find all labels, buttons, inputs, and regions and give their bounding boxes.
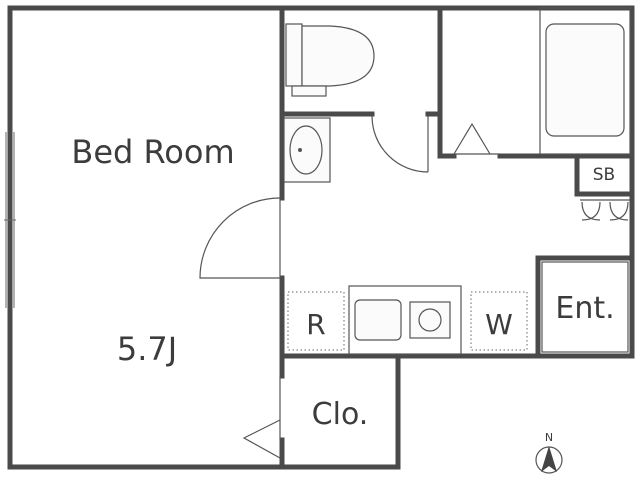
bathtub-icon xyxy=(539,7,631,155)
window xyxy=(4,132,16,308)
compass-icon: N xyxy=(535,431,563,474)
entrance-label: Ent. xyxy=(555,291,614,326)
washer-space xyxy=(470,291,528,351)
toilet-icon xyxy=(285,23,375,97)
shoe-box-doors xyxy=(580,199,630,221)
bath-door xyxy=(453,122,500,155)
kitchen-counter xyxy=(348,285,462,355)
bedroom-door xyxy=(199,197,281,279)
bedroom-label: Bed Room xyxy=(71,133,234,171)
stove-icon xyxy=(409,301,451,339)
walls xyxy=(7,5,635,470)
refrigerator-space xyxy=(287,291,345,351)
kitchen-sink-icon xyxy=(354,299,402,341)
compass-label: N xyxy=(545,431,553,444)
entrance-area xyxy=(541,261,629,353)
refrigerator-label: R xyxy=(306,308,325,341)
closet-door xyxy=(242,376,281,459)
toilet-door xyxy=(371,115,429,173)
bedroom-size: 5.7J xyxy=(117,330,177,368)
washer-label: W xyxy=(485,308,513,341)
sink-icon xyxy=(283,117,331,183)
closet-label: Clo. xyxy=(312,397,369,432)
shoe-box-label: SB xyxy=(593,165,615,185)
